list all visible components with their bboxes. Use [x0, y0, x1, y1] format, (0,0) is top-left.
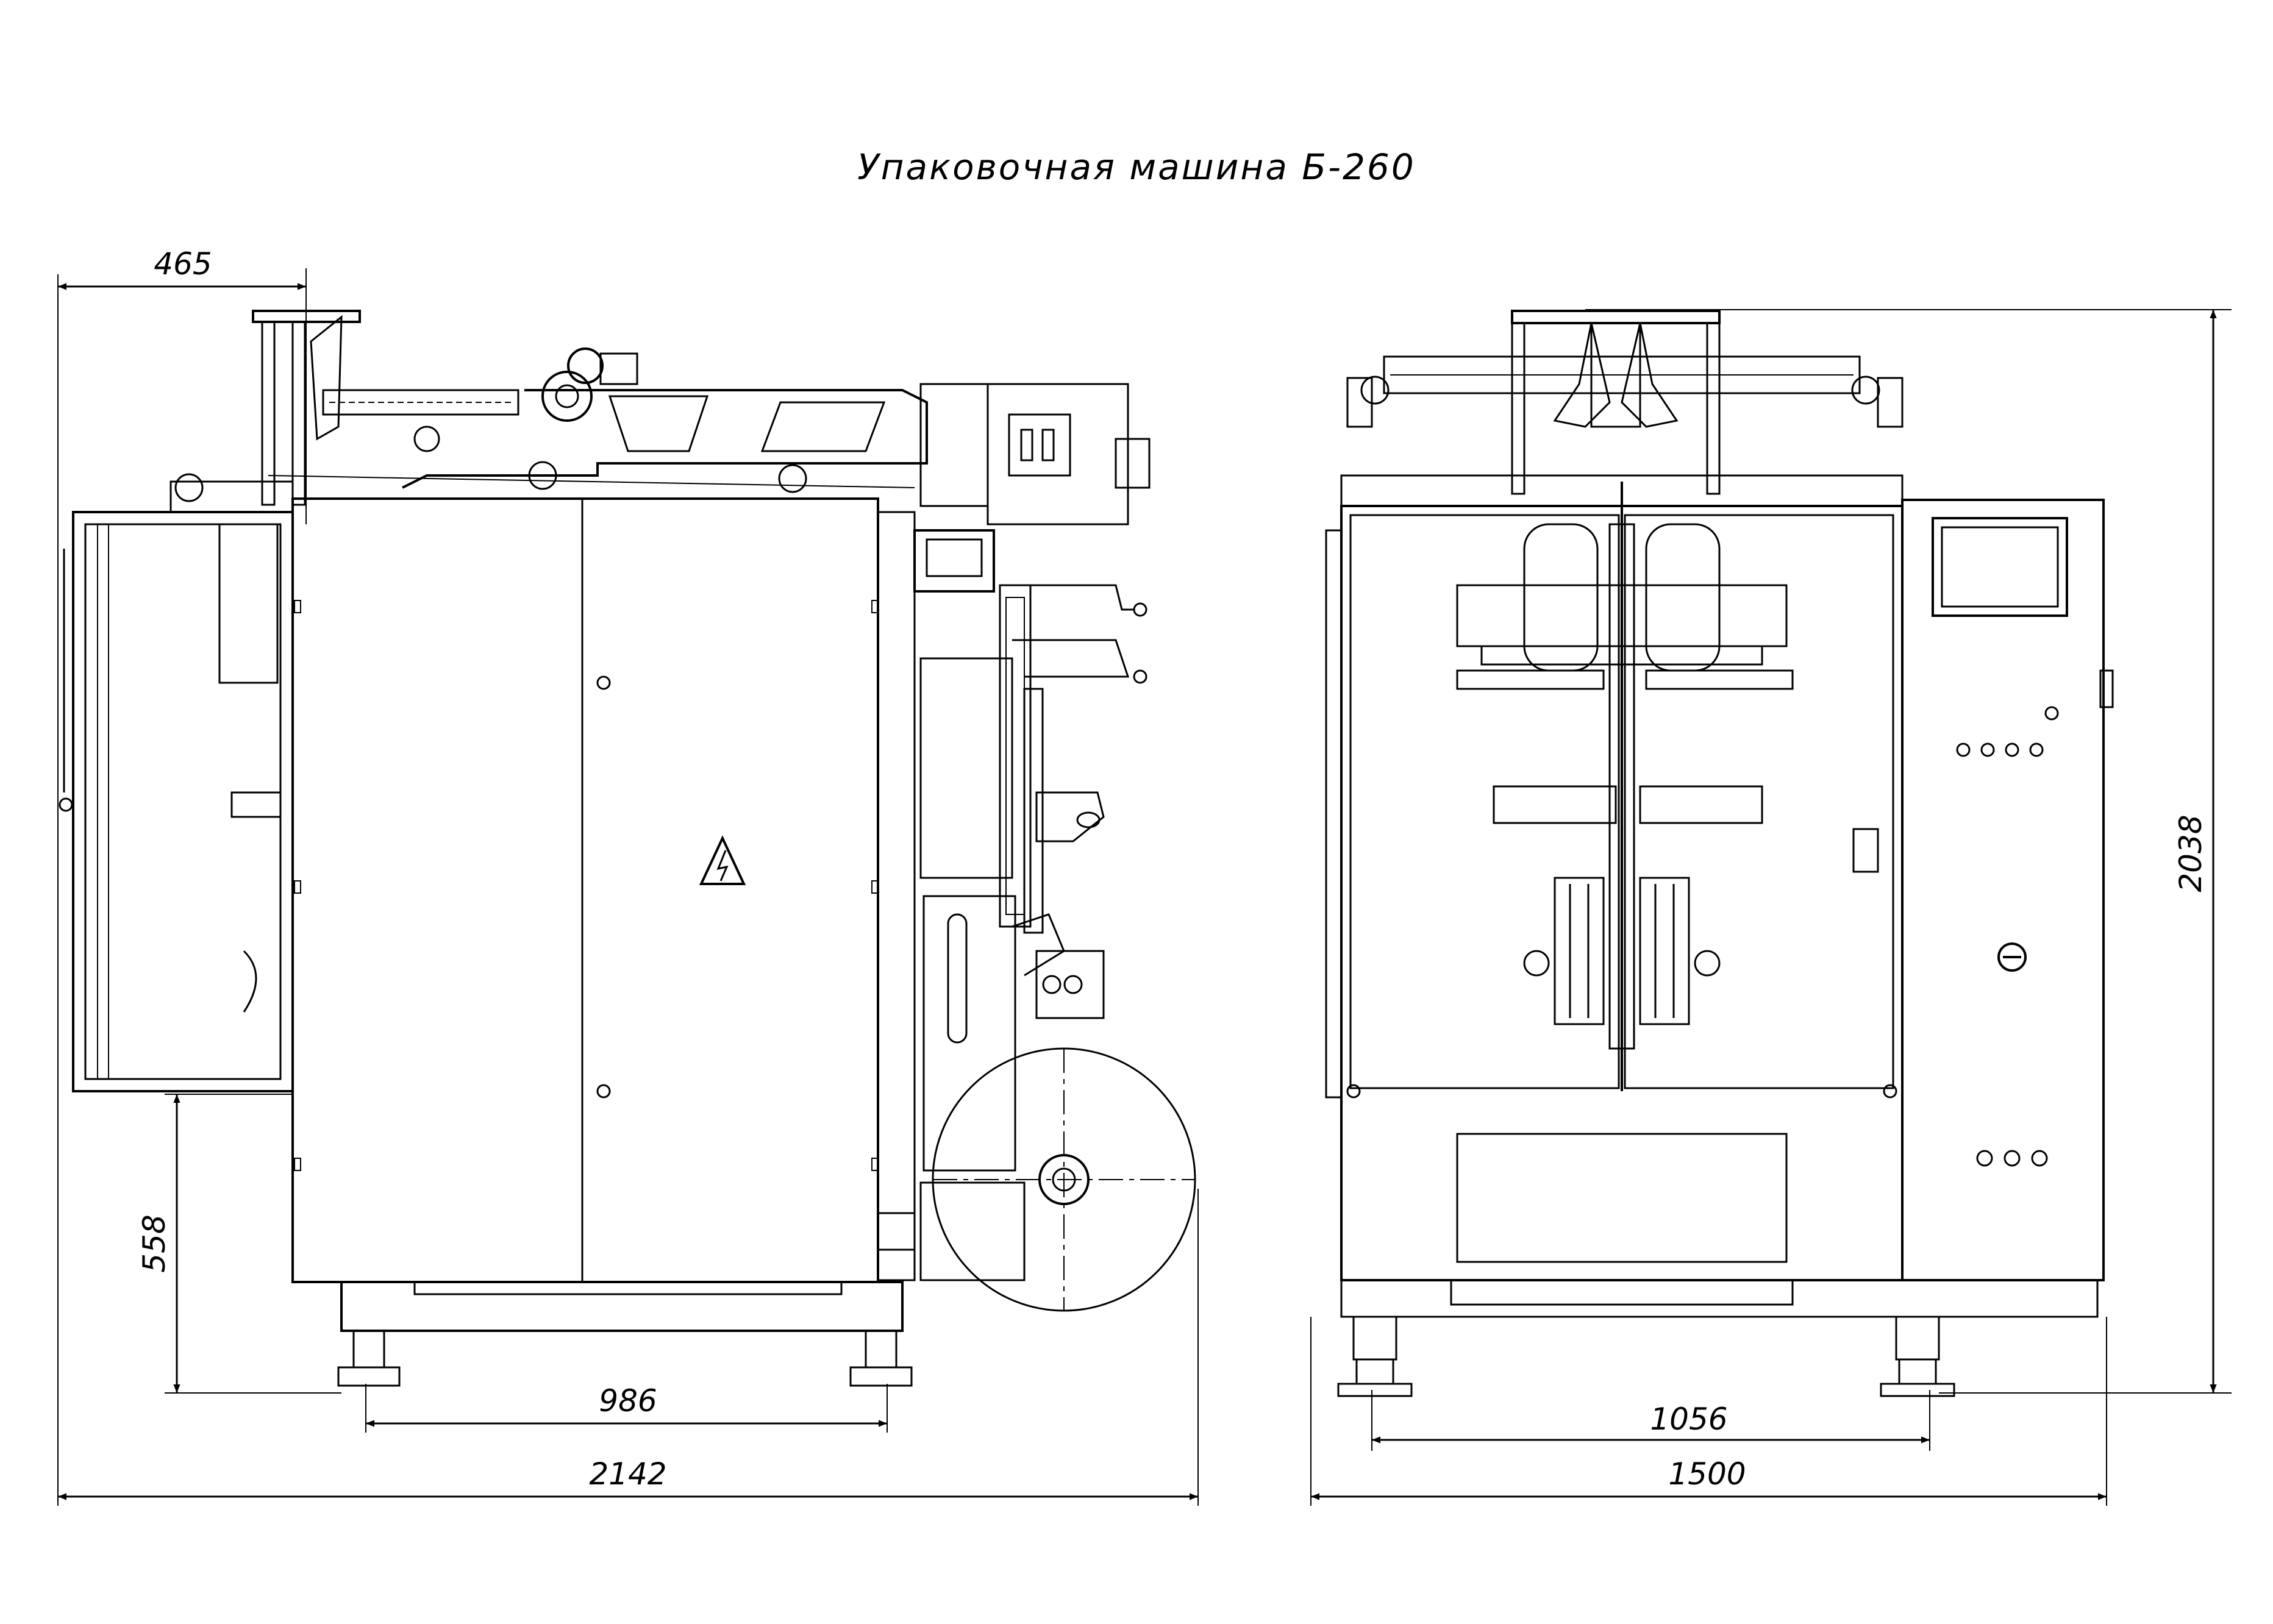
side-right-column	[877, 383, 1151, 1281]
front-top-mechanism	[1340, 310, 1904, 507]
dim-side-feet-span: 986	[599, 1383, 657, 1419]
side-top-mechanism	[169, 310, 928, 513]
front-main-body	[1325, 482, 1904, 1281]
dim-side-top-offset: 465	[154, 246, 212, 282]
dim-front-feet-span: 1056	[1650, 1401, 1727, 1437]
dim-side-total-length: 2142	[589, 1456, 666, 1492]
dimension-lines	[57, 268, 2232, 1506]
front-sealing-unit	[1456, 523, 1794, 1050]
front-view	[1325, 310, 2114, 1397]
front-base	[1337, 1279, 2099, 1397]
side-base	[337, 1281, 913, 1387]
dim-front-total-width: 1500	[1668, 1456, 1746, 1492]
side-film-reel	[932, 1047, 1196, 1312]
side-left-door	[59, 511, 294, 1092]
page-title: Упаковочная машина Б-260	[857, 146, 1416, 188]
dim-side-floor-to-door: 558	[137, 1214, 172, 1272]
side-main-cabinet	[291, 497, 879, 1283]
side-view	[59, 310, 1196, 1387]
dim-front-total-height: 2038	[2173, 814, 2208, 892]
